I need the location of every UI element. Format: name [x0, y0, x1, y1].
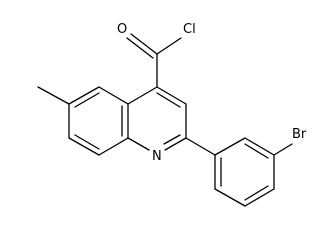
molecule-structure-diagram: O Cl N Br: [37, 22, 307, 207]
bond: [127, 137, 150, 151]
double-bond-inner: [244, 185, 269, 201]
pyridine-ring: [127, 86, 187, 151]
bond: [244, 137, 275, 156]
double-bond: [130, 33, 158, 55]
bond: [214, 188, 246, 207]
bromine-label: Br: [292, 127, 307, 142]
bond: [127, 86, 158, 105]
bond: [98, 86, 129, 105]
acyl-chloride-group: [126, 33, 182, 88]
bond: [244, 188, 275, 207]
bond: [68, 86, 100, 105]
double-bond-inner: [163, 134, 181, 145]
bond: [156, 37, 182, 55]
double-bond-inner: [74, 134, 100, 150]
methyl-bond: [37, 86, 70, 105]
aryl-link-bond: [185, 137, 216, 156]
double-bond: [126, 37, 154, 59]
double-bond-inner: [156, 92, 181, 108]
bond: [68, 137, 100, 156]
double-bond-inner: [244, 143, 269, 159]
oxygen-label: O: [117, 22, 127, 37]
nitrogen-label: N: [152, 149, 162, 164]
bromine-bond: [273, 143, 293, 156]
bromophenyl-ring: [214, 137, 275, 207]
benzo-ring: [68, 86, 129, 156]
chlorine-label: Cl: [183, 22, 196, 37]
bond: [164, 137, 187, 151]
double-bond-inner: [74, 92, 100, 108]
bond: [98, 137, 129, 156]
bond: [156, 86, 187, 105]
bond: [214, 137, 246, 156]
